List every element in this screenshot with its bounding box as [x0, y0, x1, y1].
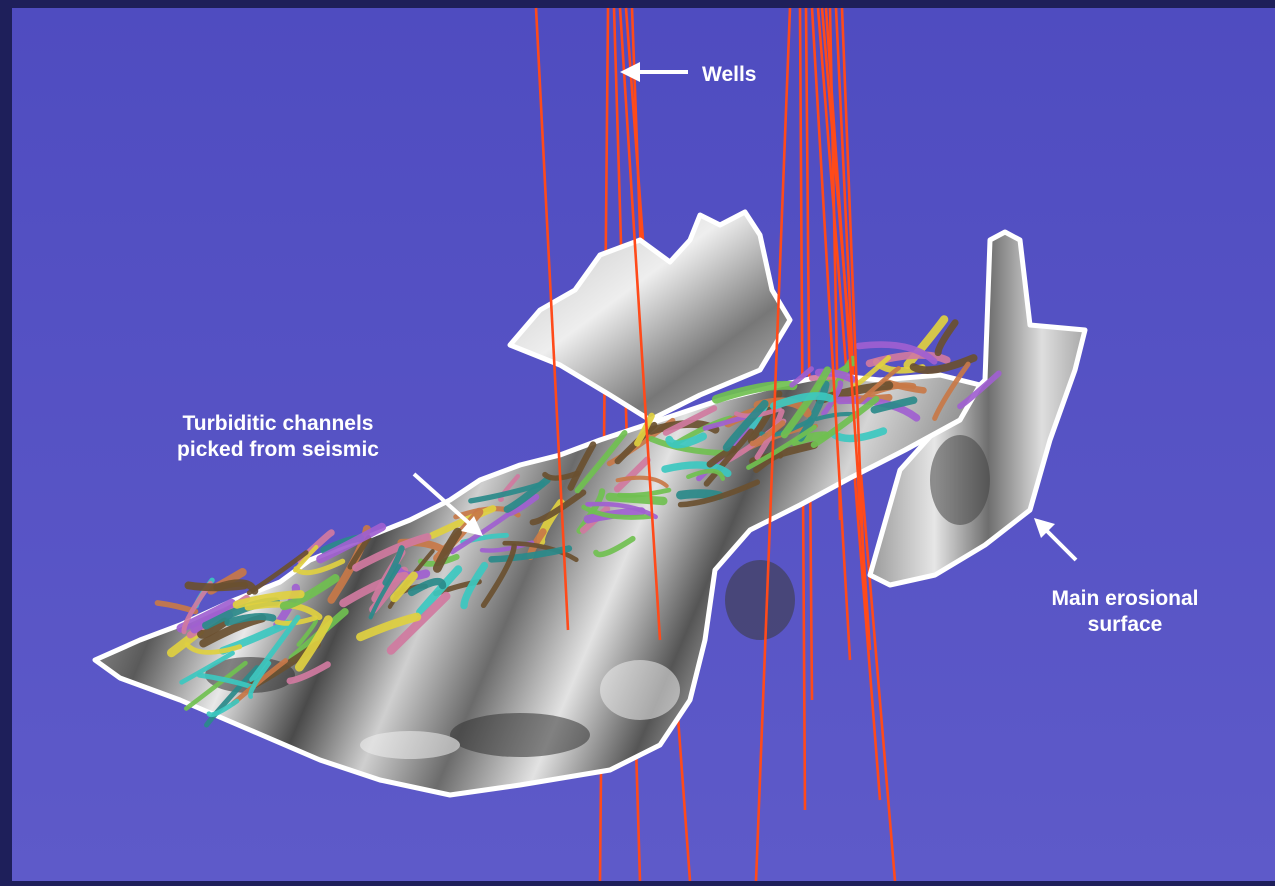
channel-ribbon: [610, 497, 664, 501]
channels-label: Turbiditic channels picked from seismic: [138, 411, 418, 463]
channel-ribbon: [680, 494, 719, 496]
surface-label: Main erosional surface: [1020, 586, 1230, 638]
wells-label: Wells: [702, 62, 756, 88]
